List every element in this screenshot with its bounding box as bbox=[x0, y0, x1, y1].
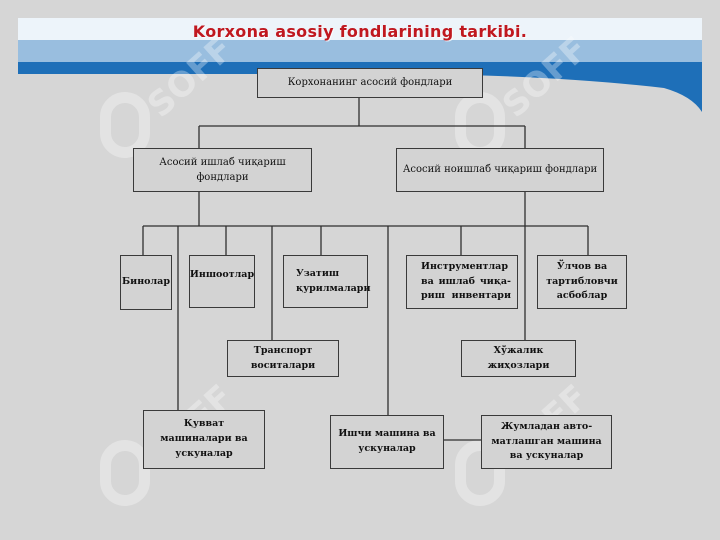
node-nonproduction-funds: Асосий ноишлаб чиқариш фондлари bbox=[396, 148, 604, 192]
node-transmission-devices: Узатиш қурилмалари bbox=[283, 255, 371, 308]
node-measuring-instruments: Ўлчов ва тартибловчи асбоблар bbox=[537, 255, 627, 309]
node-buildings: Бинолар bbox=[120, 255, 172, 310]
node-structures: Иншоотлар bbox=[189, 255, 255, 308]
node-tools-inventory: Инструментлар ва ишлаб чиқа-риш инвентар… bbox=[406, 255, 518, 309]
node-power-machines: Қувват машиналари ва ускуналар bbox=[143, 410, 265, 469]
banner-lower-band bbox=[18, 40, 702, 62]
banner-highlight bbox=[18, 18, 702, 40]
node-working-machines: Ишчи машина ва ускуналар bbox=[330, 415, 444, 469]
node-automated-machines: Жумладан авто-матлашган машина ва ускуна… bbox=[481, 415, 612, 469]
slide-title: Korxona asosiy fondlarining tarkibi. bbox=[192, 22, 528, 41]
title-banner bbox=[18, 18, 702, 112]
node-transport-means: Транспорт воситалари bbox=[227, 340, 339, 377]
node-root: Корхонанинг асосий фондлари bbox=[257, 68, 483, 98]
node-household-equipment: Хўжалик жиҳозлари bbox=[461, 340, 576, 377]
node-production-funds: Асосий ишлаб чиқариш фондлари bbox=[133, 148, 312, 192]
